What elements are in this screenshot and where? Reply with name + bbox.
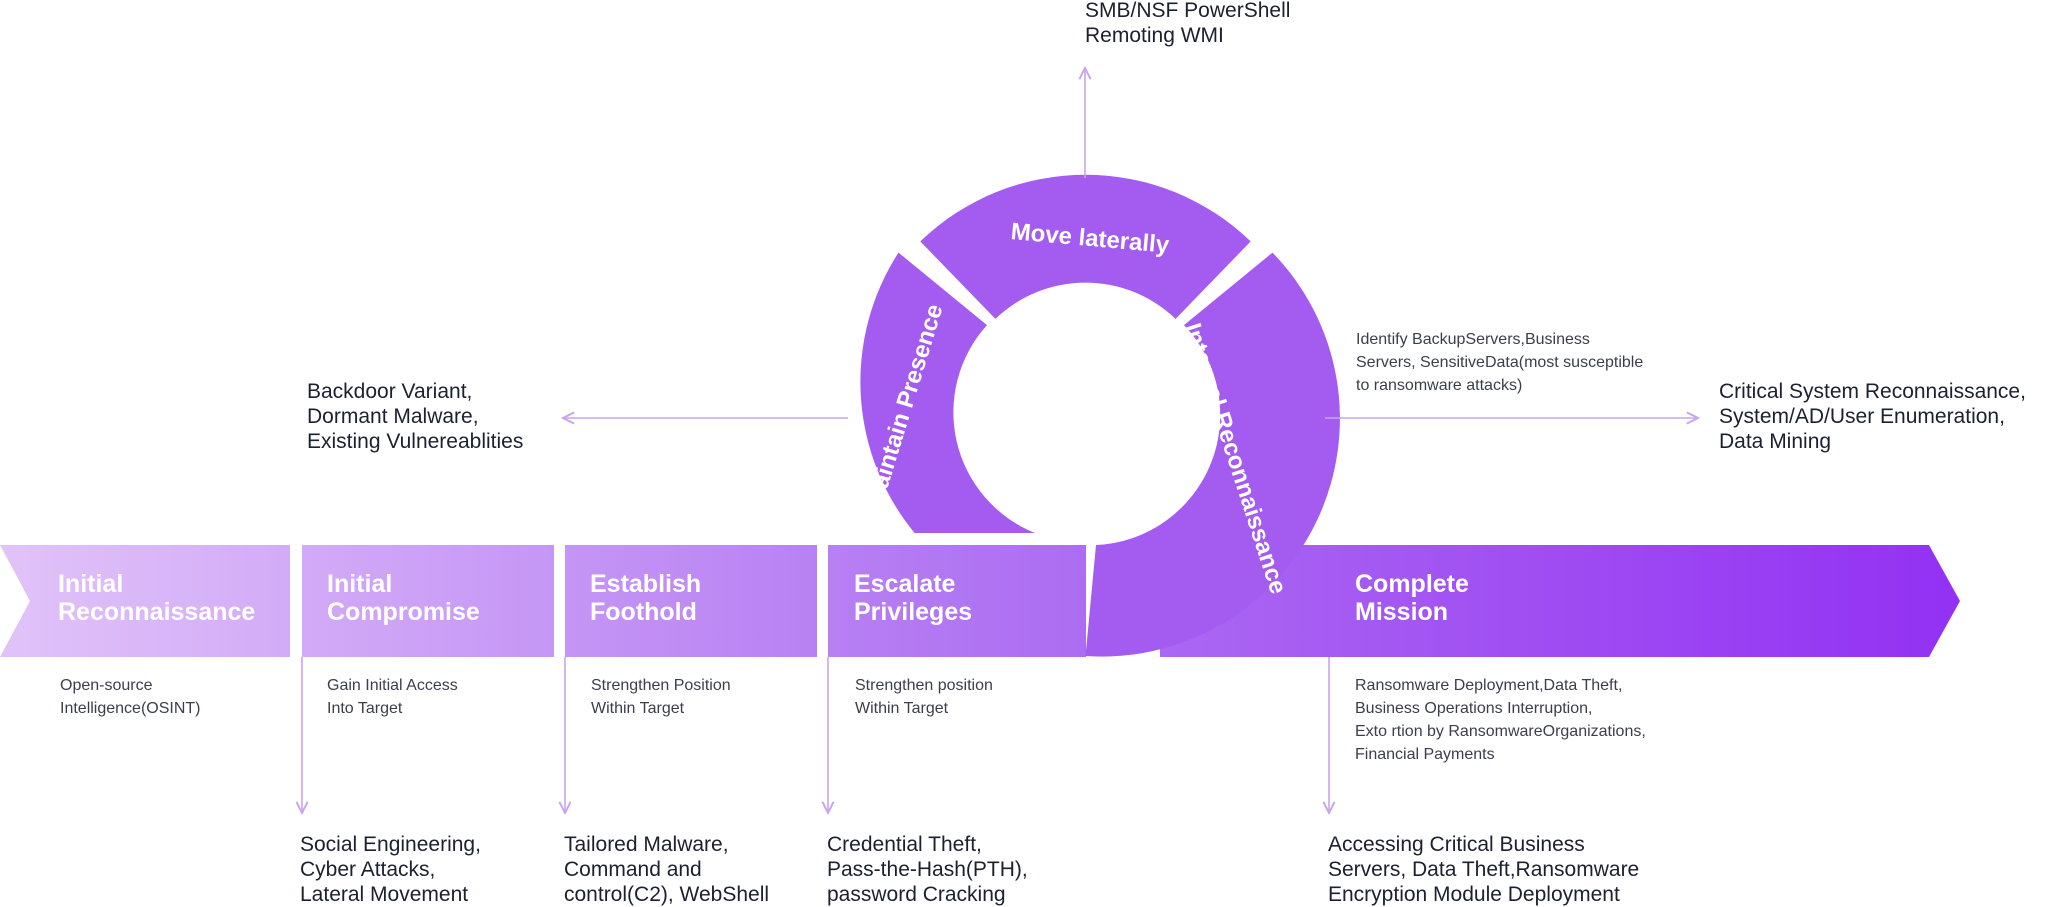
- stage-desc-initial-compromise: Gain Initial Access Into Target: [327, 677, 458, 717]
- stage-title-complete-mission: Complete Mission: [1355, 570, 1469, 626]
- maintain-presence-outcome: Backdoor Variant, Dormant Malware, Exist…: [307, 380, 524, 453]
- move-laterally-outcome: SMB/NSF PowerShell Remoting WMI: [1085, 0, 1291, 47]
- stage-desc-complete-mission: Ransomware Deployment,Data Theft, Busine…: [1355, 677, 1646, 763]
- ring-segment-maintain-presence: [860, 252, 1035, 533]
- stage-outcome-establish-foothold: Tailored Malware, Command and control(C2…: [564, 833, 770, 906]
- stage-shape-initial-reconnaissance: [0, 545, 290, 657]
- internal-recon-outcome: Critical System Reconnaissance, System/A…: [1719, 380, 2026, 453]
- stage-shape-escalate-privileges: [828, 545, 1086, 657]
- stage-title-escalate-privileges: Escalate Privileges: [854, 570, 973, 626]
- ring-segment-internal-reconnaissance: [1085, 252, 1340, 657]
- ring-segment-move-laterally: [920, 174, 1251, 319]
- stage-desc-establish-foothold: Strengthen Position Within Target: [591, 677, 731, 717]
- stage-shape-establish-foothold: [565, 545, 817, 657]
- stage-title-initial-reconnaissance: Initial Reconnaissance: [58, 570, 256, 626]
- stage-title-establish-foothold: Establish Foothold: [590, 570, 702, 626]
- stage-shape-initial-compromise: [302, 545, 554, 657]
- stage-outcome-complete-mission: Accessing Critical Business Servers, Dat…: [1328, 833, 1640, 906]
- stage-title-initial-compromise: Initial Compromise: [327, 570, 480, 626]
- stage-outcome-initial-compromise: Social Engineering, Cyber Attacks, Later…: [300, 833, 481, 906]
- stage-outcome-escalate-privileges: Credential Theft, Pass-the-Hash(PTH), pa…: [827, 833, 1028, 906]
- stage-shape-complete-mission: [1160, 545, 1960, 657]
- stage-desc-escalate-privileges: Strengthen position Within Target: [855, 677, 993, 717]
- internal-recon-desc: Identify BackupServers,Business Servers,…: [1356, 331, 1644, 394]
- stage-desc-initial-reconnaissance: Open-source Intelligence(OSINT): [60, 677, 201, 717]
